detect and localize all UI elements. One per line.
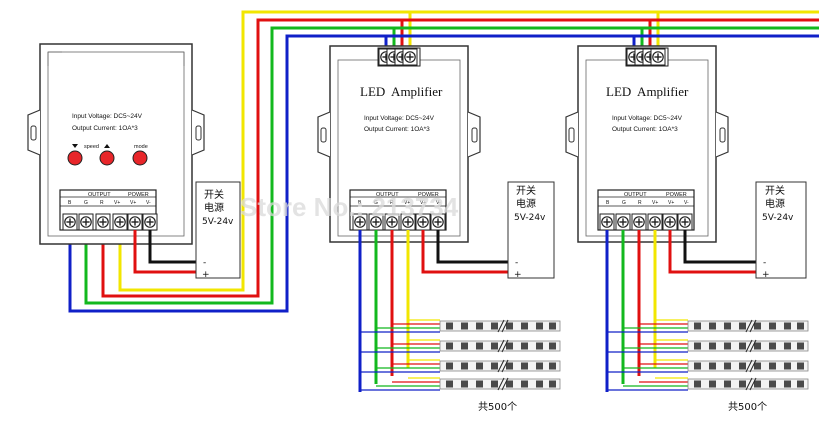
- psu-plus: +: [514, 270, 522, 280]
- controller-power-wires: [133, 230, 200, 274]
- screw-terminal: [142, 213, 158, 231]
- amplifier-1-led-strips: [439, 319, 561, 391]
- psu-label-line1: 开关: [765, 184, 785, 197]
- down-arrow-icon: [72, 144, 78, 148]
- pin-label: V+: [130, 200, 136, 206]
- bus-wires: [68, 10, 819, 313]
- power-supply-3: 开关 电源 5V-24v - +: [755, 181, 807, 280]
- amplifier-2-strip-taps: [607, 319, 688, 391]
- amplifier-2-output-current: Output Current: 1OA*3: [612, 126, 678, 133]
- store-watermark: Store No.: 213734: [240, 192, 459, 222]
- screw-terminal: [62, 213, 78, 231]
- amplifier-2-output-wires: [605, 230, 657, 392]
- screw-terminal: [112, 213, 128, 231]
- button-mode: [132, 150, 148, 166]
- screw-terminal: [127, 213, 143, 231]
- screw-terminal: [599, 213, 615, 231]
- pin-label: B: [358, 200, 362, 206]
- power-supply-2: 开关 电源 5V-24v - +: [507, 181, 555, 280]
- pin-label: G: [374, 200, 378, 206]
- pin-label: V+: [652, 200, 658, 206]
- led-strip: [439, 319, 561, 333]
- amplifier-1-strip-count: 共500个: [478, 401, 517, 413]
- controller-power-header: POWER: [128, 192, 149, 198]
- pin-label: G: [84, 200, 88, 206]
- amplifier-2-box: LED Amplifier Input Voltage: DC5~24V Out…: [565, 45, 729, 243]
- screw-terminal: [615, 213, 631, 231]
- amplifier-1-output-header: OUTPUT: [376, 192, 399, 198]
- pin-label: G: [622, 200, 626, 206]
- psu-label-line3: 5V-24v: [514, 213, 546, 223]
- pin-label: B: [68, 200, 72, 206]
- led-strip: [687, 319, 809, 333]
- screw-terminal: [402, 48, 418, 66]
- pin-label: B: [606, 200, 610, 206]
- controller-box: Input Voltage: DC5~24V Output Current: 1…: [27, 43, 205, 245]
- psu-label-line2: 电源: [765, 197, 785, 210]
- psu-plus: +: [202, 270, 210, 280]
- screw-terminal: [677, 213, 693, 231]
- amplifier-1-output-current: Output Current: 1OA*3: [364, 126, 430, 133]
- screw-terminal: [650, 48, 666, 66]
- controller-input-voltage: Input Voltage: DC5~24V: [72, 113, 143, 120]
- psu-minus: -: [203, 258, 206, 268]
- up-arrow-icon: [104, 144, 110, 148]
- amplifier-1-title: LED Amplifier: [360, 84, 443, 99]
- speed-label: speed: [84, 144, 99, 150]
- screw-terminal: [647, 213, 663, 231]
- psu-minus: -: [763, 258, 766, 268]
- psu-minus: -: [515, 258, 518, 268]
- pin-label: R: [638, 200, 642, 206]
- amplifier-2-power-wires: [668, 230, 760, 274]
- pin-label: V-: [146, 200, 151, 206]
- led-strip: [687, 359, 809, 373]
- amplifier-2-output-header: OUTPUT: [624, 192, 647, 198]
- led-strip: [439, 359, 561, 373]
- pin-label: V+: [420, 200, 426, 206]
- led-strip: [687, 339, 809, 353]
- screw-terminal: [662, 213, 678, 231]
- screw-terminal: [78, 213, 94, 231]
- led-strip: [439, 339, 561, 353]
- pin-label: V+: [668, 200, 674, 206]
- screw-terminal: [631, 213, 647, 231]
- psu-label-line2: 电源: [204, 201, 224, 214]
- power-supply-1: 开关 电源 5V-24v - +: [195, 181, 241, 280]
- screw-terminal: [95, 213, 111, 231]
- amplifier-2-title: LED Amplifier: [606, 84, 689, 99]
- pin-label: V+: [404, 200, 410, 206]
- amplifier-1-input-voltage: Input Voltage: DC5~24V: [364, 115, 435, 122]
- led-strip: [439, 377, 561, 391]
- pin-label: V+: [114, 200, 120, 206]
- amplifier-1-power-wires: [421, 230, 512, 274]
- psu-label-line3: 5V-24v: [202, 217, 234, 227]
- button-down: [67, 150, 83, 166]
- amplifier-2-strip-count: 共500个: [728, 401, 767, 413]
- amplifier-1-strip-taps: [360, 319, 440, 391]
- amplifier-1-box: LED Amplifier Input Voltage: DC5~24V Out…: [317, 45, 481, 243]
- psu-label-line1: 开关: [204, 188, 224, 201]
- pin-label: R: [100, 200, 104, 206]
- pin-label: V-: [436, 200, 441, 206]
- mode-label: mode: [134, 144, 148, 150]
- controller-output-header: OUTPUT: [88, 192, 111, 198]
- amplifier-2-led-strips: [687, 319, 809, 391]
- button-up: [99, 150, 115, 166]
- psu-label-line2: 电源: [516, 197, 536, 210]
- pin-label: V-: [684, 200, 689, 206]
- controller-output-current: Output Current: 1OA*3: [72, 125, 138, 132]
- psu-label-line1: 开关: [516, 184, 536, 197]
- psu-label-line3: 5V-24v: [762, 213, 794, 223]
- amplifier-2-input-voltage: Input Voltage: DC5~24V: [612, 115, 683, 122]
- amplifier-2-power-header: POWER: [666, 192, 687, 198]
- amplifier-1-power-header: POWER: [418, 192, 439, 198]
- led-strip: [687, 377, 809, 391]
- pin-label: R: [390, 200, 394, 206]
- psu-plus: +: [762, 270, 770, 280]
